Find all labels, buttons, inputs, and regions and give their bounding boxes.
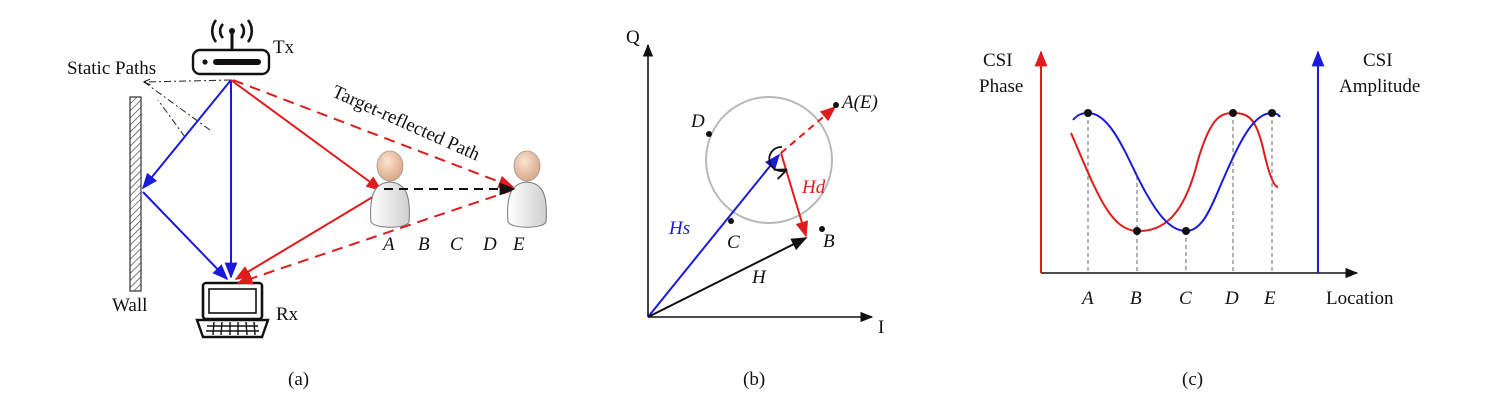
dot-c — [1182, 227, 1190, 235]
wall-incident-path — [141, 79, 232, 190]
point-c-label: C — [727, 232, 740, 253]
phase-axis-label-line2: Phase — [979, 76, 1023, 97]
location-e-label: E — [512, 234, 525, 255]
panel-a: Wall Static Paths Tx — [67, 19, 547, 390]
location-d-label: D — [482, 234, 497, 255]
point-a-label: A(E) — [840, 92, 878, 113]
hs-vector — [647, 153, 781, 318]
point-b — [819, 226, 825, 232]
target-incident-path-dashed — [232, 79, 515, 188]
x-axis-label: Location — [1326, 288, 1394, 309]
location-c-label: C — [450, 234, 463, 255]
hd-vector-prev — [780, 105, 837, 154]
phase-circle — [705, 96, 833, 224]
panel-c: CSI Phase CSI Amplitude Location A B C D… — [979, 50, 1420, 390]
tick-b: B — [1130, 288, 1142, 309]
static-path-line-2 — [143, 81, 211, 131]
hd-vector — [780, 152, 808, 238]
target-incident-path — [230, 79, 383, 191]
person-a-icon — [370, 150, 410, 228]
tick-c: C — [1179, 288, 1192, 309]
wall — [129, 96, 142, 292]
wall-reflected-path — [142, 191, 229, 281]
person-e-icon — [507, 150, 547, 228]
dot-d — [1229, 109, 1237, 117]
point-d — [706, 131, 712, 137]
h-vector — [647, 237, 808, 318]
router-icon — [191, 19, 271, 76]
point-a — [833, 102, 839, 108]
target-reflected-path-solid — [234, 191, 382, 280]
point-b-label: B — [823, 231, 835, 252]
panel-b: I Q A(E) B C D Hs Hd H (b) — [626, 27, 884, 390]
amplitude-curve — [1072, 111, 1281, 233]
tick-a: A — [1080, 288, 1094, 309]
location-a-label: A — [381, 234, 395, 255]
amplitude-axis-label-line1: CSI — [1363, 50, 1393, 71]
point-d-label: D — [690, 111, 705, 132]
static-paths-label: Static Paths — [67, 58, 156, 79]
hs-label: Hs — [668, 218, 690, 239]
laptop-icon — [195, 281, 270, 339]
q-axis-label: Q — [626, 27, 640, 48]
dot-e — [1268, 109, 1276, 117]
phase-axis-label-line1: CSI — [983, 50, 1013, 71]
rx-label: Rx — [276, 304, 299, 325]
amplitude-axis-label-line2: Amplitude — [1339, 76, 1420, 97]
rotation-icon — [768, 146, 786, 171]
target-path-label: Target-reflected Path — [329, 81, 483, 165]
point-c — [728, 218, 734, 224]
tick-d: D — [1224, 288, 1239, 309]
i-axis-label: I — [878, 317, 884, 338]
caption-b: (b) — [743, 369, 765, 390]
dot-b — [1133, 227, 1141, 235]
caption-c: (c) — [1182, 369, 1203, 390]
static-path-line-3 — [157, 99, 186, 138]
static-path-line-1 — [144, 80, 232, 82]
tx-label: Tx — [273, 37, 295, 58]
location-b-label: B — [418, 234, 430, 255]
hd-label: Hd — [801, 177, 826, 198]
phase-curve — [1070, 111, 1279, 233]
caption-a: (a) — [288, 369, 309, 390]
dot-a — [1084, 109, 1092, 117]
tick-e: E — [1263, 288, 1276, 309]
wall-label: Wall — [112, 295, 147, 316]
target-reflected-path-dashed — [236, 189, 514, 285]
h-label: H — [751, 267, 767, 288]
